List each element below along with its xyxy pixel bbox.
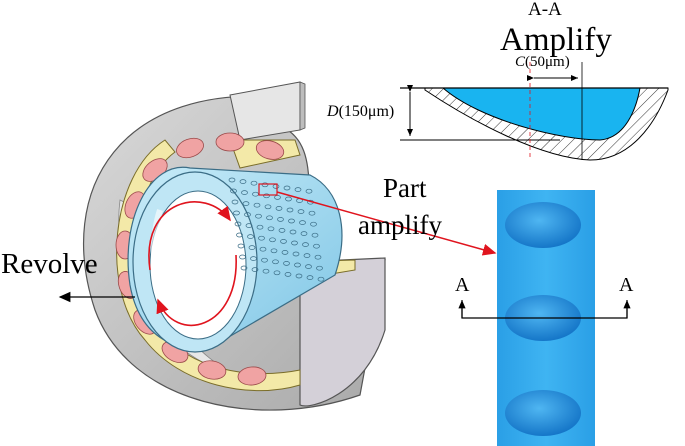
rotation-arrow [148,201,231,271]
texture-dimple [292,251,300,257]
d-letter: D [327,103,339,120]
texture-dimple [263,193,270,199]
amplify-title: Amplify [500,22,612,58]
texture-dimple [294,187,302,192]
texture-dimple [305,264,312,269]
dimple [505,390,581,436]
texture-dimple [244,212,251,217]
texture-dimple [247,234,254,239]
part-amplify-label: amplify [358,210,442,240]
texture-dimple [288,218,295,224]
revolve-label: Revolve [1,248,98,280]
texture-dimple [255,213,262,219]
texture-dimple [248,245,256,250]
texture-dimple [261,257,268,263]
texture-dimple [305,188,313,194]
texture-dimple [280,239,287,244]
texture-dimple [259,246,267,252]
c-dimension-label: C(50μm) [515,55,570,70]
dimple [505,202,581,248]
bearing-assembly [58,81,386,411]
texture-dimple [299,220,306,225]
texture-dimple [300,231,308,236]
texture-dimple [269,237,276,243]
texture-dimple [303,253,311,258]
texture-dimple [284,272,292,277]
c-letter: C [515,54,526,70]
texture-dimple [302,242,309,247]
section-cut-line [458,300,631,319]
texture-dimple [283,185,291,191]
texture-dimple [289,229,297,235]
rotation-arrow [156,254,237,327]
texture-dimple [245,223,253,228]
texture-dimple [281,250,289,255]
texture-dimple [278,228,286,233]
texture-dimple [242,201,250,206]
texture-dimple [250,180,258,186]
d-value: (150μm) [338,103,395,120]
texture-dimple [272,259,279,265]
raceway-dimple-texture [228,177,325,282]
texture-dimple [273,270,281,276]
part-amplify-arrow [276,191,497,256]
texture-dimple [236,232,243,238]
texture-dimple [230,188,237,194]
texture-dimple [228,177,236,183]
d-dimension-label: D(150μm) [327,104,394,120]
section-title: A-A [528,0,562,20]
texture-dimple [239,179,247,184]
texture-dimple [267,226,275,232]
texture-dimple [317,276,325,282]
texture-dimple [283,261,290,266]
texture-dimple [264,204,272,210]
texture-dimple [240,265,248,271]
texture-dimple [239,254,246,260]
texture-dimple [294,262,301,268]
texture-dimple [233,210,240,216]
texture-dimple [250,256,257,261]
texture-dimple [285,196,292,202]
texture-dimple [310,221,317,227]
texture-dimple [261,182,269,188]
magnify-box [258,183,278,196]
texture-dimple [234,221,242,227]
texture-dimple [297,209,305,214]
texture-dimple [270,248,278,254]
texture-dimple [277,217,284,222]
texture-dimple [316,265,323,271]
texture-dimple [275,206,283,211]
texture-dimple [237,243,245,249]
texture-dimple [256,224,264,230]
texture-dimple [286,207,294,213]
c-value: (50μm) [525,54,570,70]
part-label: Part [383,173,427,203]
texture-dimple [253,202,261,208]
texture-dimple [314,254,322,260]
texture-dimple [313,243,320,249]
texture-dimple [258,235,265,241]
texture-dimple [251,267,259,272]
section-view [400,62,669,161]
texture-dimple [295,273,303,279]
texture-dimple [306,275,314,280]
marker-left: A [455,274,470,296]
texture-dimple [291,240,298,246]
texture-dimple [262,268,270,274]
texture-dimple [241,190,248,195]
texture-dimple [311,232,319,238]
texture-dimple [308,210,316,216]
marker-right: A [619,274,634,296]
texture-dimple [266,215,273,221]
texture-dimple [231,199,239,205]
